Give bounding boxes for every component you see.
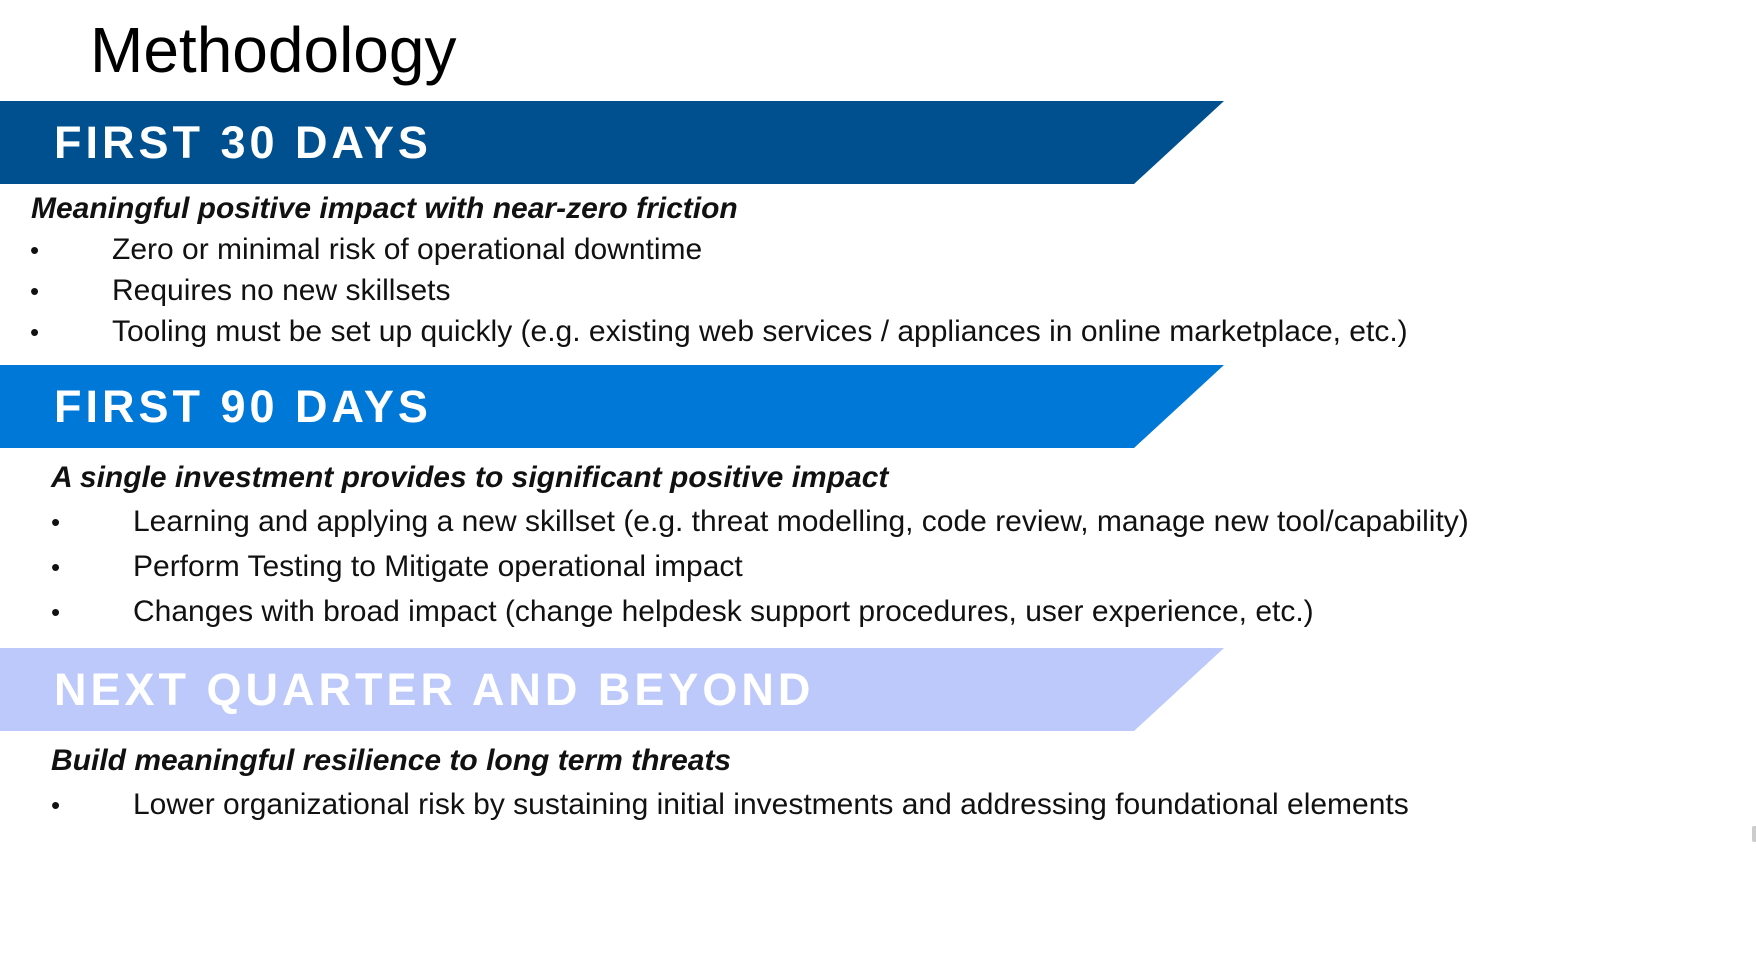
edge-mark [1752,826,1756,842]
bullet-text: Requires no new skillsets [112,274,451,307]
bullet-icon: • [51,552,61,582]
bullet-icon: • [51,597,61,627]
banner-heading: FIRST 90 DAYS [54,381,432,432]
banner-first-90-days: FIRST 90 DAYS [0,365,1224,448]
bullet-icon: • [51,507,61,537]
banner-first-30-days: FIRST 30 DAYS [0,101,1224,184]
banner-next-quarter: NEXT QUARTER AND BEYOND [0,648,1224,731]
bullet-text: Tooling must be set up quickly (e.g. exi… [112,315,1408,348]
bullet-text: Perform Testing to Mitigate operational … [133,550,743,583]
bullet-text: Zero or minimal risk of operational down… [112,233,703,266]
page-title: Methodology [90,14,457,86]
bullet-icon: • [30,276,40,306]
bullet-text: Changes with broad impact (change helpde… [133,595,1314,628]
bullet-text: Lower organizational risk by sustaining … [133,788,1409,821]
bullet-icon: • [30,235,40,265]
bullet-icon: • [51,790,61,820]
banner-heading: FIRST 30 DAYS [54,117,432,168]
banner-heading: NEXT QUARTER AND BEYOND [54,664,815,715]
bullet-icon: • [30,317,40,347]
bullet-text: Learning and applying a new skillset (e.… [133,505,1469,538]
section-subtitle: Build meaningful resilience to long term… [51,744,732,777]
section-subtitle: Meaningful positive impact with near-zer… [31,192,738,225]
section-subtitle: A single investment provides to signific… [51,461,889,494]
